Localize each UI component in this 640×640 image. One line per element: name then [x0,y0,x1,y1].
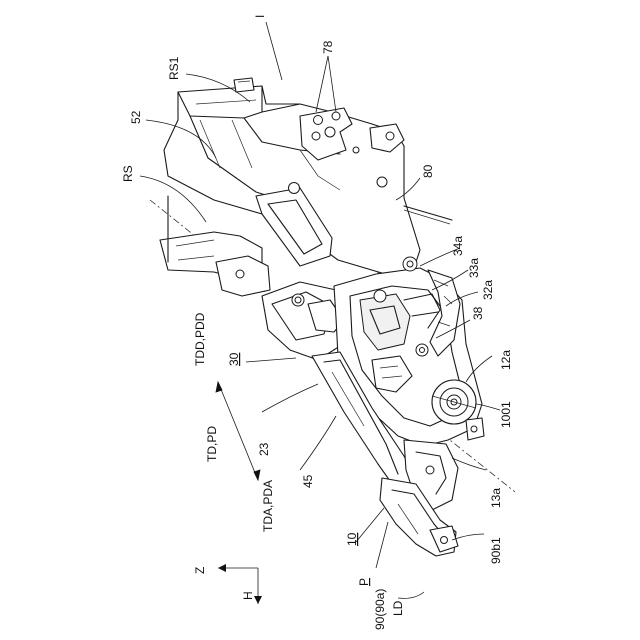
label-23: 23 [257,442,271,456]
label-32a: 32a [481,280,495,300]
label-1001: 1001 [499,401,513,428]
label-80: 80 [421,164,435,178]
bolt-right [466,418,484,440]
label-TDD-PDD: TDD,PDD [193,312,207,366]
label-52: 52 [129,110,143,124]
direction-arrow-td [216,382,260,480]
label-LD: LD [391,600,405,616]
label-RS1: RS1 [167,56,181,80]
label-45: 45 [301,474,315,488]
label-78: 78 [321,40,335,54]
label-33a: 33a [467,258,481,278]
label-TD-PD: TD,PD [205,426,219,462]
label-Z: Z [193,567,207,574]
label-H: H [241,591,255,600]
label-P: P [357,578,371,586]
label-12a: 12a [499,350,513,370]
pulley-12a [432,380,476,424]
label-38: 38 [471,306,485,320]
label-13a: 13a [489,488,503,508]
label-10: 10 [345,532,359,546]
label-TDA-PDA: TDA,PDA [261,480,275,532]
label-34a: 34a [451,236,465,256]
label-30: 30 [227,352,241,366]
label-RS: RS [121,165,135,182]
label-I: I [253,15,267,18]
label-90b1: 90b1 [489,537,503,564]
label-90-90a: 90(90a) [373,589,387,630]
connector-stub [234,78,254,92]
axis-arrows [218,564,262,604]
